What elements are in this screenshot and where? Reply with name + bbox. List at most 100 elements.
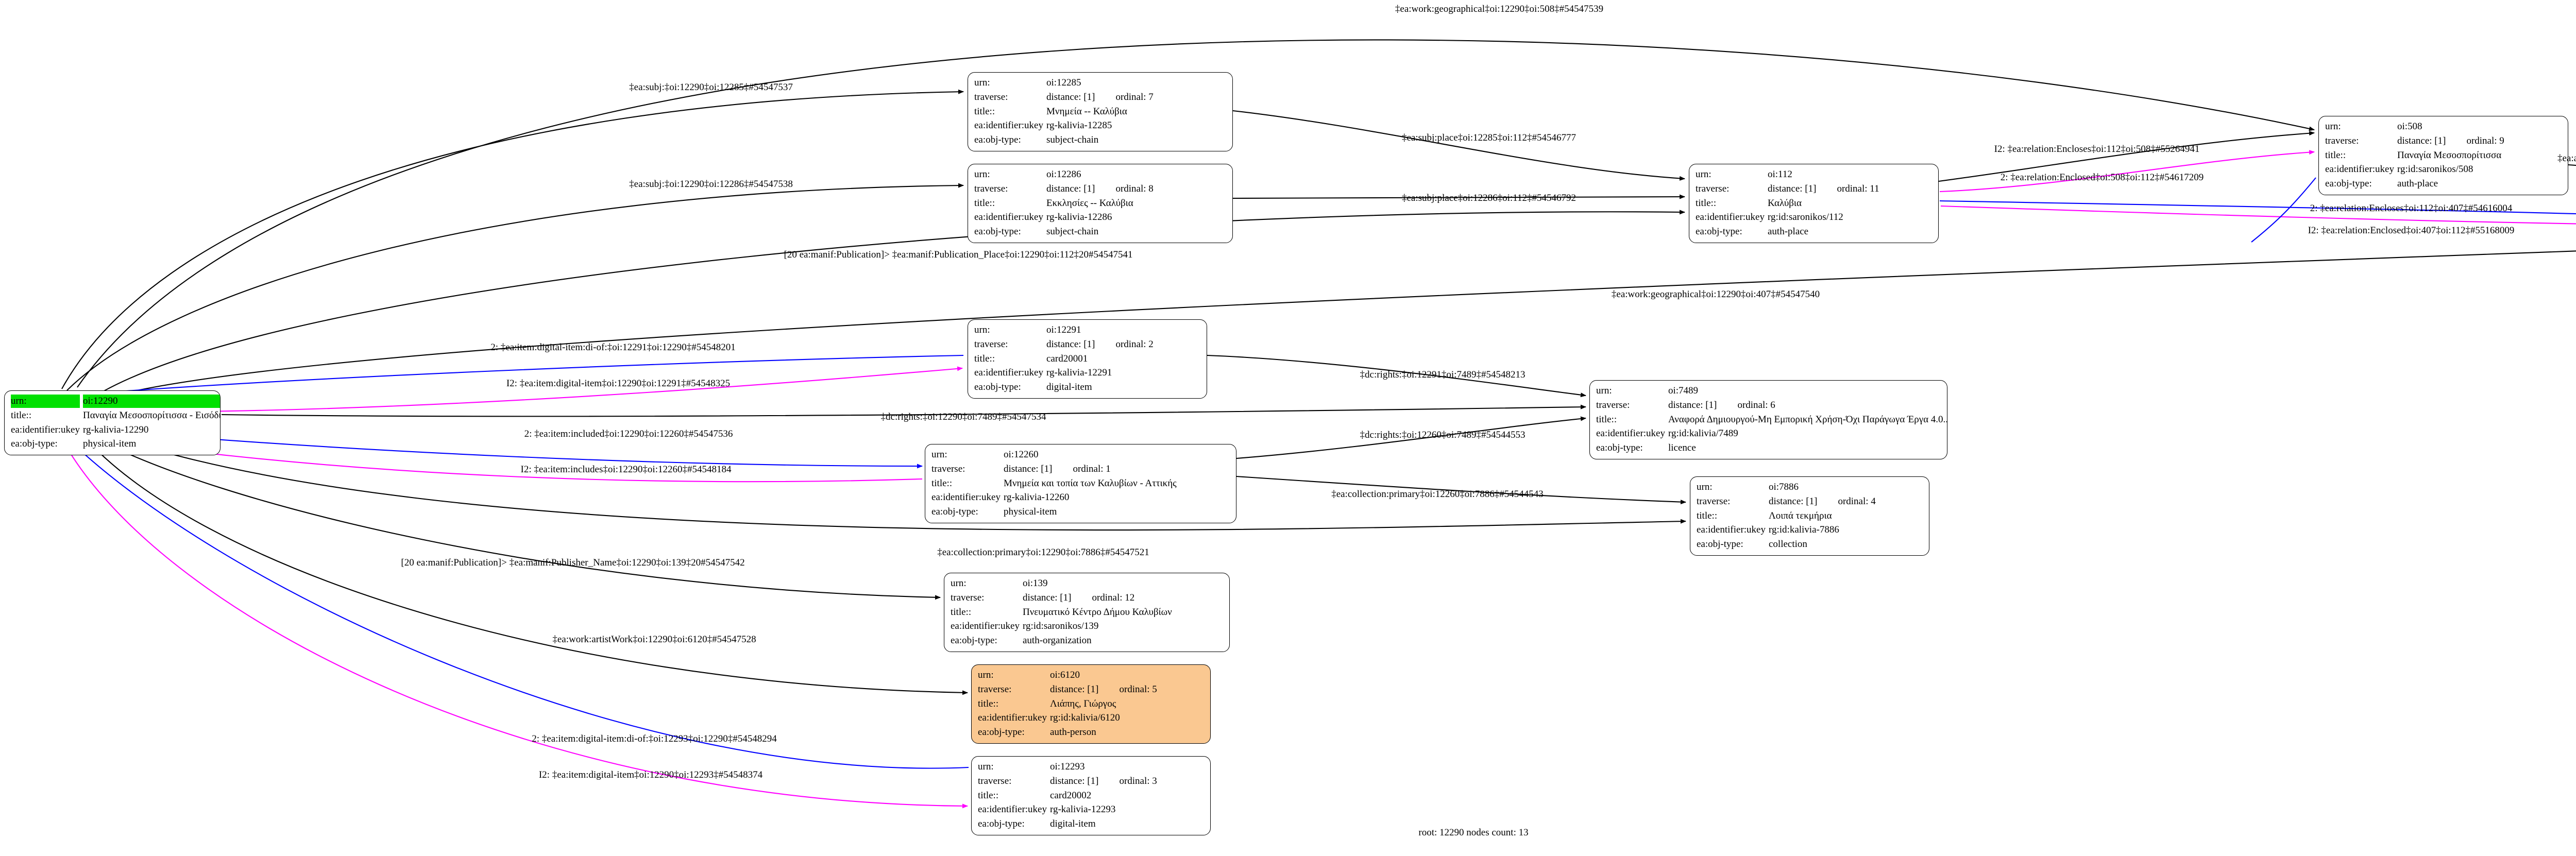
node-field-value-urn: oi:12293 (1050, 761, 1085, 772)
node-field-value-objtype: subject-chain (1046, 226, 1099, 237)
node-field-label-title: title:: (951, 606, 972, 618)
node-field-value-objtype: auth-place (2397, 178, 2438, 190)
node-field-value-ukey: rg:id:kalivia/7489 (1668, 428, 1738, 439)
node-field-value-traverse: distance: [1]ordinal: 7 (1046, 91, 1226, 104)
node-field-value-objtype: physical-item (83, 438, 137, 450)
node-field-value-urn: oi:12285 (1046, 77, 1081, 88)
node-field-value-ukey: rg-kalivia-12293 (1050, 804, 1116, 815)
node-field-value-urn: oi:139 (1023, 578, 1048, 589)
node-field-label-traverse: traverse: (974, 338, 1008, 350)
edge-label: I2: ‡ea:relation:Enclosed‡oi:407‡oi:112‡… (2308, 225, 2515, 236)
node-field-value-ukey: rg:id:kalivia/6120 (1050, 712, 1120, 724)
node-field-label-objtype: ea:obj-type: (978, 818, 1025, 830)
node-field-value-title: Λιάπης, Γιώργος (1050, 698, 1116, 709)
node-field-label-ukey: ea:identifier:ukey (974, 367, 1043, 379)
edge-label: [20 ea:manif:Publication]> ‡ea:manif:Pub… (401, 557, 745, 568)
node-field-label-traverse: traverse: (1696, 183, 1730, 194)
node-field-label-ukey: ea:identifier:ukey (11, 424, 80, 435)
node-field-label-title: title:: (974, 353, 995, 364)
node-field-label-objtype: ea:obj-type: (931, 506, 978, 518)
node-field-label-ukey: ea:identifier:ukey (2325, 164, 2394, 175)
node-field-label-ukey: ea:identifier:ukey (1596, 428, 1665, 439)
node-field-value-title: Λοιπά τεκμήρια (1769, 510, 1832, 521)
node-field-label-urn: urn: (2325, 121, 2341, 132)
node-field-value-objtype: subject-chain (1046, 134, 1099, 146)
node-field-value-traverse: distance: [1]ordinal: 6 (1668, 399, 1947, 412)
node-field-value-title: Παναγία Μεσοσπορίτισσα - Εισόδια Θεοτόκο… (83, 409, 220, 421)
node-field-label-ukey: ea:identifier:ukey (974, 212, 1043, 223)
node-field-value-urn: oi:12290 (83, 395, 220, 408)
node-field-value-urn: oi:12260 (1004, 449, 1039, 460)
node-field-value-objtype: auth-person (1050, 727, 1096, 738)
node-field-value-objtype: digital-item (1050, 818, 1096, 830)
node-field-value-distance: distance: [1] (1668, 399, 1717, 410)
edge-label: 2: ‡ea:relation:Enclosed‡oi:508‡oi:112‡#… (2000, 172, 2204, 183)
node-field-value-traverse: distance: [1]ordinal: 12 (1023, 591, 1223, 605)
node-field-label-ukey: ea:identifier:ukey (978, 804, 1047, 815)
node-field-value-ukey: rg-kalivia-12260 (1004, 492, 1070, 503)
edge-label: I2: ‡ea:item:digital-item‡oi:12290‡oi:12… (538, 769, 763, 780)
node-field-value-ordinal: ordinal: 1 (1073, 463, 1111, 474)
node-field-label-title: title:: (2325, 149, 2346, 161)
node-field-value-urn: oi:12291 (1046, 324, 1081, 335)
node-field-label-urn: urn: (974, 169, 990, 180)
edge-label: ‡dc:rights:‡oi:12290‡oi:7489‡#54547534 (880, 412, 1046, 422)
node-field-label-traverse: traverse: (2325, 135, 2359, 146)
node-field-label-ukey: ea:identifier:ukey (951, 621, 1020, 632)
edge-label: I2: ‡ea:relation:Encloses‡oi:112‡oi:508‡… (1994, 144, 2200, 155)
node-field-label-urn: urn: (978, 761, 994, 772)
node-field-label-title: title:: (978, 698, 999, 709)
node-field-value-ukey: rg:id:saronikos/112 (1768, 212, 1843, 223)
node-field-label-title: title:: (931, 477, 953, 489)
node-field-value-objtype: digital-item (1046, 382, 1092, 393)
node-field-value-distance: distance: [1] (1046, 91, 1095, 102)
node-field-value-traverse: distance: [1]ordinal: 2 (1046, 338, 1200, 351)
graph-node-oi-12285[interactable]: urn: oi:12285 traverse: distance: [1]ordina… (968, 72, 1233, 152)
edge-label: [20 ea:manif:Publication]> ‡ea:manif:Pub… (784, 249, 1133, 260)
node-field-label-title: title:: (1697, 510, 1718, 521)
edge-label: 2: ‡ea:item:digital-item:di-of:‡oi:12293… (532, 733, 777, 744)
node-field-label-title: title:: (978, 790, 999, 801)
node-field-label-urn: urn: (974, 77, 990, 88)
node-field-label-objtype: ea:obj-type: (1697, 539, 1743, 550)
node-field-value-urn: oi:112 (1768, 169, 1792, 180)
edge-label: ‡ea:work:geographical‡oi:12290‡oi:407‡#5… (1611, 289, 1820, 300)
node-field-label-urn: urn: (1596, 385, 1612, 396)
node-field-value-distance: distance: [1] (1046, 183, 1095, 194)
node-field-value-ukey: rg-kalivia-12286 (1046, 212, 1112, 223)
edge-label: 2: ‡ea:item:digital-item:di-of:‡oi:12291… (490, 342, 736, 353)
graph-footer-caption: root: 12290 nodes count: 13 (1418, 827, 1529, 838)
node-field-value-distance: distance: [1] (1050, 775, 1099, 786)
node-field-value-distance: distance: [1] (1768, 183, 1817, 194)
node-field-label-objtype: ea:obj-type: (11, 438, 58, 450)
node-field-value-urn: oi:6120 (1050, 670, 1080, 680)
edge-label: ‡ea:collection:primary‡oi:12260‡oi:7886‡… (1331, 489, 1544, 500)
node-field-value-distance: distance: [1] (1023, 592, 1072, 603)
edge-label: 2: ‡ea:item:included‡oi:12290‡oi:12260‡#… (524, 429, 733, 439)
edge-label: ‡ea:work:geographical‡oi:12290‡oi:508‡#5… (1395, 4, 1604, 14)
node-field-label-title: title:: (11, 409, 32, 421)
node-field-label-objtype: ea:obj-type: (974, 226, 1021, 237)
node-field-label-title: title:: (1596, 414, 1617, 425)
node-field-value-traverse: distance: [1]ordinal: 5 (1050, 683, 1204, 696)
node-field-label-objtype: ea:obj-type: (978, 727, 1025, 738)
edge-label: ‡ea:subj:‡oi:12290‡oi:12285‡#54547537 (629, 82, 793, 93)
node-field-value-distance: distance: [1] (1004, 463, 1053, 474)
node-field-label-ukey: ea:identifier:ukey (974, 120, 1043, 131)
node-field-label-traverse: traverse: (974, 91, 1008, 102)
node-field-value-title: Αναφορά Δημιουργού-Μη Εμπορική Χρήση-Όχι… (1668, 414, 1947, 425)
node-field-value-traverse: distance: [1]ordinal: 11 (1768, 182, 1932, 196)
